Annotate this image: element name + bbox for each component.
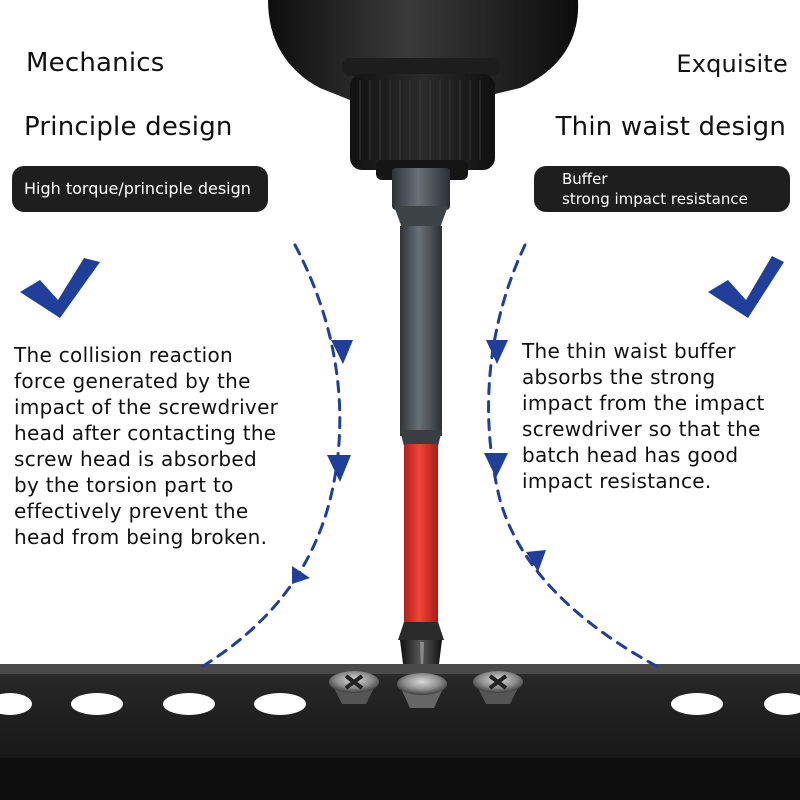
left-description-line: force generated by the (14, 369, 251, 393)
left-description: The collision reaction force generated b… (14, 342, 278, 550)
right-description-line: impact from the impact (522, 391, 765, 415)
right-badge-line: Buffer (562, 170, 608, 188)
left-description-line: The collision reaction (14, 343, 233, 367)
right-description-line: batch head has good (522, 443, 739, 467)
checkmark-icon (20, 258, 100, 318)
left-description-line: by the torsion part to (14, 473, 234, 497)
left-description-line: impact of the screwdriver (14, 395, 279, 419)
right-description-line: impact resistance. (522, 469, 712, 493)
right-description-line: absorbs the strong (522, 365, 716, 389)
left-heading-mechanics: Mechanics (26, 48, 165, 78)
right-heading-thin-waist: Thin waist design (555, 112, 786, 142)
dashed-arrow-icon (198, 243, 662, 670)
checkmark-icon (708, 256, 784, 318)
screws (329, 671, 523, 708)
left-description-line: head from being broken. (14, 525, 268, 549)
right-heading-exquisite: Exquisite (676, 50, 788, 78)
right-description-line: The thin waist buffer (522, 339, 736, 363)
left-description-line: screw head is absorbed (14, 447, 257, 471)
right-badge-line: strong impact resistance (562, 190, 748, 208)
screwdriver-bit (392, 168, 450, 700)
right-description-line: screwdriver so that the (522, 417, 761, 441)
dashed-arrow-icon (292, 340, 546, 584)
right-description: The thin waist buffer absorbs the strong… (522, 338, 765, 494)
drill (268, 0, 579, 180)
left-description-line: head after contacting the (14, 421, 277, 445)
left-badge-label: High torque/principle design (24, 179, 251, 198)
left-heading-principle: Principle design (24, 112, 233, 142)
left-badge: High torque/principle design (12, 166, 268, 212)
left-description-line: effectively prevent the (14, 499, 249, 523)
right-badge: Buffer strong impact resistance (534, 166, 790, 212)
